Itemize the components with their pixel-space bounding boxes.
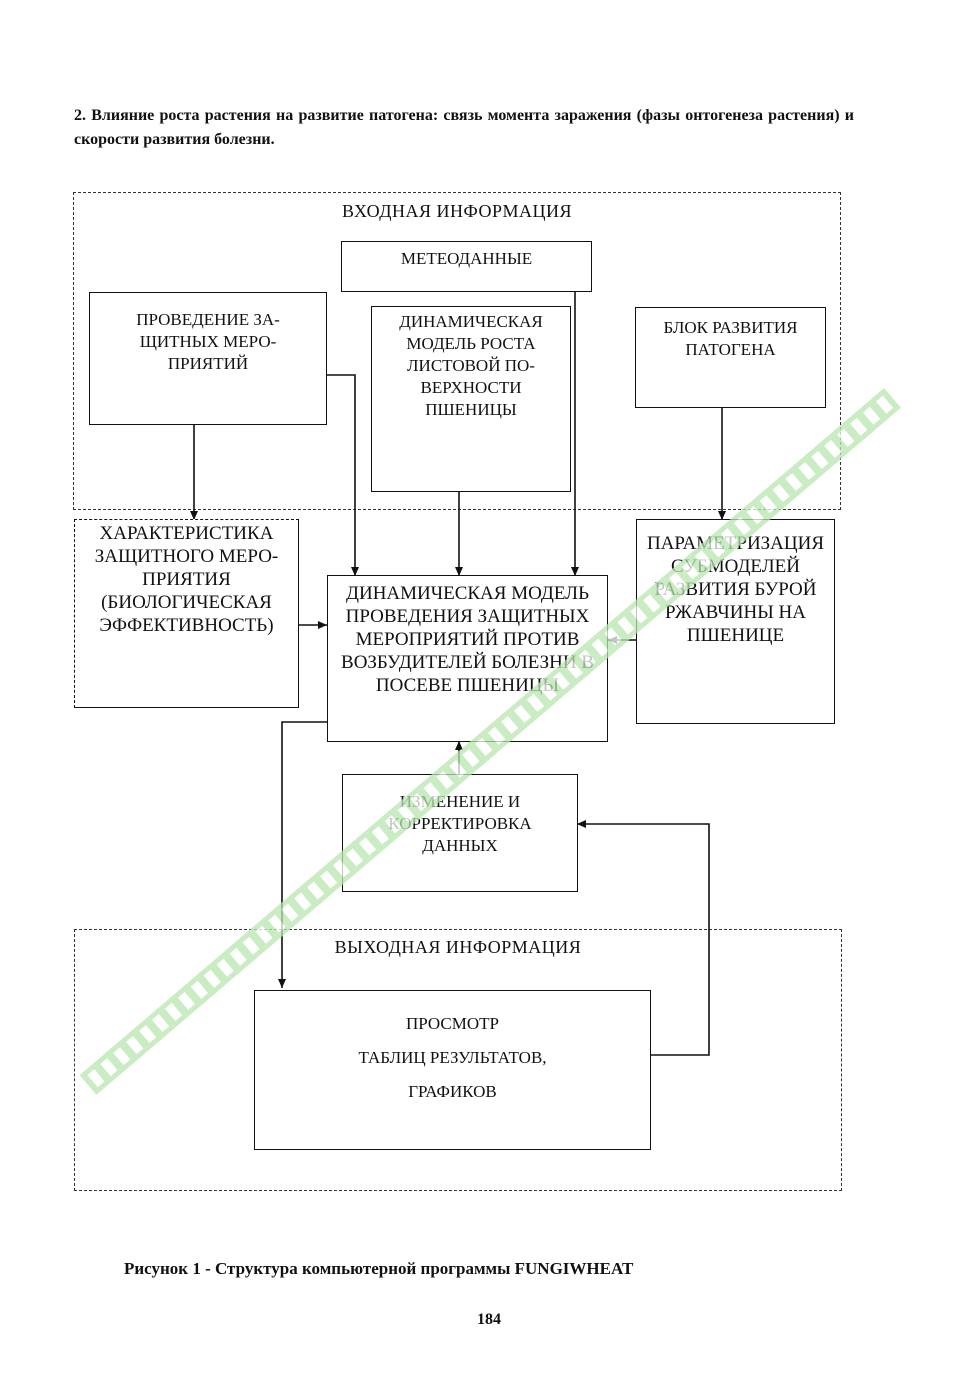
meteo-data-label: МЕТЕОДАННЫЕ — [400, 249, 533, 268]
leaf-growth-model-label: ДИНАМИЧЕСКАЯ МОДЕЛЬ РОСТА ЛИСТОВОЙ ПО- В… — [399, 312, 543, 419]
parametrization-box: ПАРАМЕТРИЗАЦИЯ СУБМОДЕЛЕЙ РАЗВИТИЯ БУРОЙ… — [636, 519, 835, 724]
arrow-measures-to-central — [327, 374, 359, 576]
measure-characteristics-box: ХАРАКТЕРИСТИКА ЗАЩИТНОГО МЕРО- ПРИЯТИЯ (… — [74, 519, 299, 708]
arrow-central-to-results — [278, 721, 327, 988]
input-information-title: ВХОДНАЯ ИНФОРМАЦИЯ — [342, 201, 572, 221]
intro-paragraph: 2. Влияние роста растения на развитие па… — [74, 107, 854, 148]
parametrization-label: ПАРАМЕТРИЗАЦИЯ СУБМОДЕЛЕЙ РАЗВИТИЯ БУРОЙ… — [646, 533, 825, 646]
figure-caption: Рисунок 1 - Структура компьютерной прогр… — [124, 1259, 634, 1278]
data-correction-label: ИЗМЕНЕНИЕ И КОРРЕКТИРОВКА ДАННЫХ — [388, 792, 532, 855]
pathogen-development-box: БЛОК РАЗВИТИЯ ПАТОГЕНА — [635, 307, 826, 408]
protective-measures-label: ПРОВЕДЕНИЕ ЗА- ЩИТНЫХ МЕРО- ПРИЯТИЙ — [136, 310, 280, 373]
data-correction-box: ИЗМЕНЕНИЕ И КОРРЕКТИРОВКА ДАННЫХ — [342, 774, 578, 892]
results-view-label: ПРОСМОТР ТАБЛИЦ РЕЗУЛЬТАТОВ, ГРАФИКОВ — [358, 1014, 547, 1101]
central-model-label: ДИНАМИЧЕСКАЯ МОДЕЛЬ ПРОВЕДЕНИЯ ЗАЩИТНЫХ … — [341, 583, 594, 696]
protective-measures-box: ПРОВЕДЕНИЕ ЗА- ЩИТНЫХ МЕРО- ПРИЯТИЙ — [89, 292, 327, 425]
pathogen-development-label: БЛОК РАЗВИТИЯ ПАТОГЕНА — [663, 318, 798, 359]
central-model-box: ДИНАМИЧЕСКАЯ МОДЕЛЬ ПРОВЕДЕНИЯ ЗАЩИТНЫХ … — [327, 575, 608, 742]
meteo-data-box: МЕТЕОДАННЫЕ — [341, 241, 592, 292]
results-view-box: ПРОСМОТР ТАБЛИЦ РЕЗУЛЬТАТОВ, ГРАФИКОВ — [254, 990, 651, 1150]
leaf-growth-model-box: ДИНАМИЧЕСКАЯ МОДЕЛЬ РОСТА ЛИСТОВОЙ ПО- В… — [371, 306, 571, 492]
page-number: 184 — [477, 1311, 501, 1328]
measure-characteristics-label: ХАРАКТЕРИСТИКА ЗАЩИТНОГО МЕРО- ПРИЯТИЯ (… — [94, 523, 279, 636]
